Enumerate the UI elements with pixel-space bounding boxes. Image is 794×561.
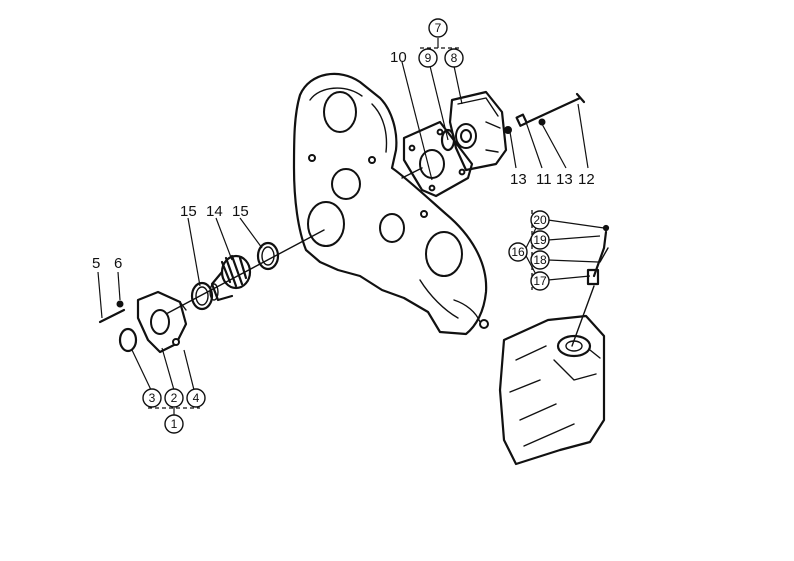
sender-body (586, 268, 600, 286)
label-part-9: 9 (425, 51, 432, 65)
label-part-11: 11 (536, 171, 552, 188)
label-part-18: 18 (533, 253, 547, 267)
bolt (98, 308, 126, 324)
thrust-washer-front (256, 241, 280, 271)
timing-gear-cover (292, 72, 489, 336)
label-part-2: 2 (171, 391, 178, 405)
part-labels: 7 9 8 10 13 11 13 12 15 14 15 5 6 3 2 4 … (92, 18, 595, 434)
label-part-6: 6 (114, 255, 122, 272)
label-part-12: 12 (578, 171, 595, 188)
label-part-15-right: 15 (232, 203, 249, 220)
label-part-19: 19 (533, 233, 547, 247)
cover-upper-bore (323, 91, 357, 133)
shaft-centerline (165, 229, 325, 315)
label-part-5: 5 (92, 255, 100, 272)
label-part-4: 4 (193, 391, 200, 405)
label-part-10: 10 (390, 49, 407, 66)
label-part-13-left: 13 (510, 171, 527, 188)
label-part-1: 1 (171, 417, 178, 431)
cover-side-bore (379, 213, 405, 243)
cover-middle-bore (331, 168, 361, 200)
label-part-15-left: 15 (180, 203, 197, 220)
label-part-17: 17 (533, 274, 547, 288)
label-part-16: 16 (511, 245, 525, 259)
sender-assembly (571, 224, 610, 347)
seal-ring (118, 327, 138, 353)
rear-housing (448, 90, 508, 172)
idler-bracket (136, 290, 188, 354)
engine-block-section (498, 314, 606, 466)
idler-gear (209, 254, 252, 302)
leader-lines (97, 38, 605, 420)
idler-gear-assembly (190, 241, 280, 311)
label-part-7: 7 (435, 21, 442, 35)
label-part-13-right: 13 (556, 171, 573, 188)
cover-plate-gasket (402, 120, 474, 198)
label-part-14: 14 (206, 203, 223, 220)
o-ring (440, 128, 456, 152)
label-part-20: 20 (533, 213, 547, 227)
cover-lower-bore (425, 231, 463, 277)
label-part-8: 8 (451, 51, 458, 65)
thrust-washer-rear (190, 281, 214, 311)
cover-gear-opening (307, 201, 345, 247)
label-part-3: 3 (149, 391, 156, 405)
bolt-stack (504, 92, 586, 134)
